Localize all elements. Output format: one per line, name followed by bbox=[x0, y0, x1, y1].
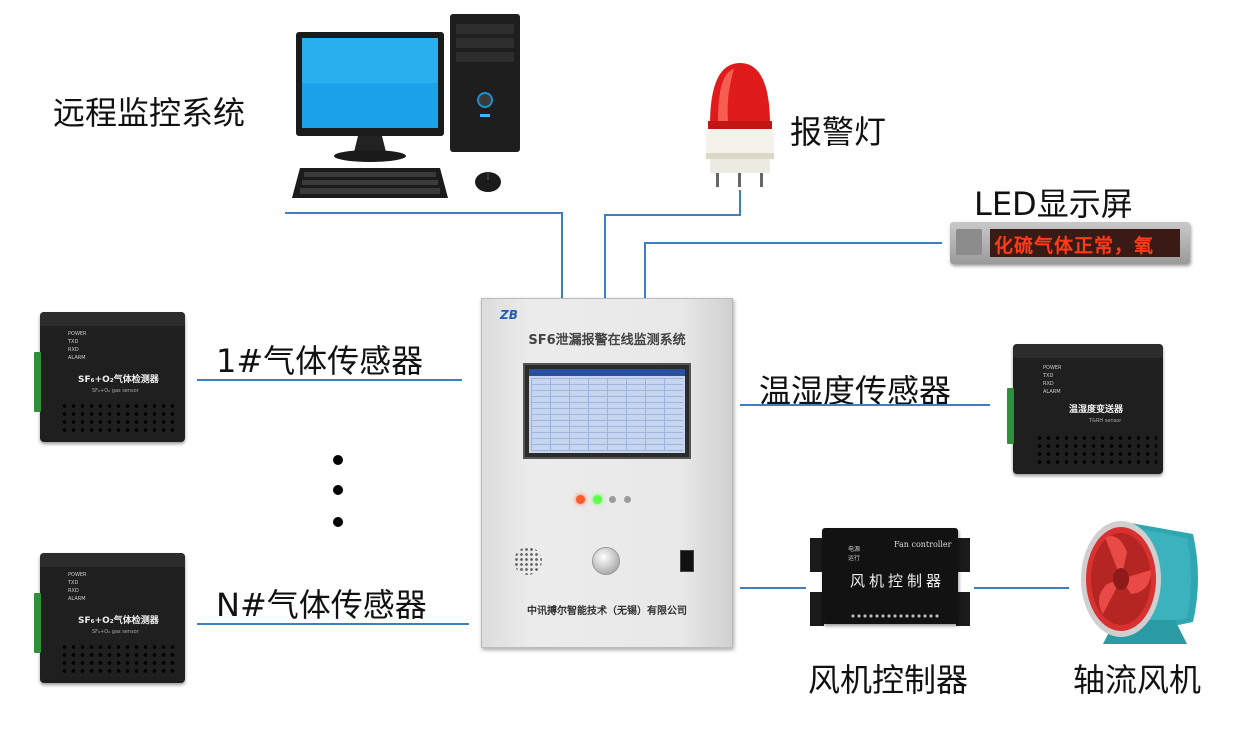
fan-controller-body: 电源 运行 Fan controller 风机控制器 bbox=[822, 528, 958, 624]
fan-controller-device: 电源 运行 Fan controller 风机控制器 bbox=[810, 528, 970, 638]
cabinet-company: 中讯搏尔智能技术（无锡）有限公司 bbox=[527, 606, 687, 617]
gas-sensor-n-device: POWER TXD RXD ALARM SF₆+O₂气体检测器 SF₆+O₂ g… bbox=[34, 553, 185, 683]
alarm-light-icon bbox=[706, 63, 774, 187]
led-label: POWER bbox=[1043, 365, 1062, 371]
reset-button[interactable] bbox=[592, 547, 620, 575]
ellipsis-dot bbox=[333, 455, 343, 465]
ellipsis-dot bbox=[333, 485, 343, 495]
led-label: RXD bbox=[1043, 381, 1054, 387]
sensor-subtitle: SF₆+O₂ gas sensor bbox=[92, 388, 139, 394]
ellipsis-dot bbox=[333, 517, 343, 527]
connector-computer-v bbox=[561, 212, 563, 298]
th-subtitle: T&RH sensor bbox=[1089, 418, 1122, 424]
connector-led-h bbox=[644, 242, 942, 244]
led-label: POWER bbox=[68, 572, 87, 578]
speaker-grille bbox=[514, 547, 542, 575]
led-label: TXD bbox=[68, 580, 79, 586]
led-label: 运行 bbox=[848, 555, 861, 562]
sensor-title: SF₆+O₂气体检测器 bbox=[78, 375, 159, 385]
temp-humidity-label: 温湿度传感器 bbox=[759, 372, 952, 410]
power-switch[interactable] bbox=[680, 550, 694, 572]
connector-led-v bbox=[644, 242, 646, 298]
led-label: POWER bbox=[68, 331, 87, 337]
mount-ear bbox=[810, 592, 824, 626]
status-led-off bbox=[609, 496, 616, 503]
led-label: RXD bbox=[68, 588, 79, 594]
led-screen-label: LED显示屏 bbox=[974, 185, 1133, 223]
sensor-n-label: N#气体传感器 bbox=[216, 586, 427, 624]
axial-fan-icon bbox=[1081, 521, 1198, 644]
mount-ear bbox=[956, 538, 970, 572]
th-title: 温湿度变送器 bbox=[1069, 405, 1124, 415]
status-led-green bbox=[593, 495, 602, 504]
sensor-1-label: 1#气体传感器 bbox=[216, 342, 424, 380]
led-display-bezel bbox=[956, 229, 982, 255]
connector-axial-fan bbox=[974, 587, 1069, 589]
led-label: ALARM bbox=[68, 596, 86, 602]
connector-alarm-v2 bbox=[604, 214, 606, 298]
cabinet-logo: ZB bbox=[500, 308, 518, 322]
terminal-block bbox=[850, 612, 940, 620]
connector-fan-controller bbox=[740, 587, 806, 589]
sensor-subtitle: SF₆+O₂ gas sensor bbox=[92, 629, 139, 635]
connector-sensor-1 bbox=[197, 379, 462, 381]
led-label: ALARM bbox=[1043, 389, 1061, 395]
mount-ear bbox=[956, 592, 970, 626]
alarm-light-label: 报警灯 bbox=[790, 113, 887, 151]
main-monitor-cabinet: ZB SF6泄漏报警在线监测系统 中讯搏尔智能技术（无锡）有限公司 bbox=[481, 298, 733, 648]
vent-holes bbox=[60, 643, 178, 677]
led-label: TXD bbox=[68, 339, 79, 345]
sensor-title: SF₆+O₂气体检测器 bbox=[78, 616, 159, 626]
connector-sensor-n bbox=[197, 623, 469, 625]
mount-ear bbox=[810, 538, 824, 572]
led-display-window: 化硫气体正常，氧 bbox=[990, 229, 1180, 257]
led-label: 电源 bbox=[848, 546, 861, 553]
connector-computer bbox=[285, 212, 562, 214]
connector-alarm-v1 bbox=[739, 190, 741, 215]
vent-holes bbox=[1035, 434, 1157, 468]
cabinet-touchscreen bbox=[523, 363, 691, 459]
status-led-red bbox=[576, 495, 585, 504]
status-led-off bbox=[624, 496, 631, 503]
fan-controller-label: 风机控制器 bbox=[808, 661, 969, 699]
led-label: RXD bbox=[68, 347, 79, 353]
fan-controller-title-en: Fan controller bbox=[894, 540, 952, 549]
temp-humidity-device: POWER TXD RXD ALARM 温湿度变送器 T&RH sensor bbox=[1007, 344, 1163, 474]
axial-fan-label: 轴流风机 bbox=[1073, 661, 1202, 699]
remote-computer bbox=[290, 10, 530, 200]
remote-monitor-label: 远程监控系统 bbox=[53, 94, 246, 132]
led-label: ALARM bbox=[68, 355, 86, 361]
led-display-device: 化硫气体正常，氧 bbox=[950, 222, 1190, 264]
connector-alarm-h bbox=[604, 214, 741, 216]
cabinet-title: SF6泄漏报警在线监测系统 bbox=[528, 333, 686, 348]
computer-icon bbox=[292, 14, 520, 198]
led-display-text: 化硫气体正常，氧 bbox=[994, 235, 1155, 257]
connector-temp-humidity bbox=[740, 404, 990, 406]
vent-holes bbox=[60, 402, 178, 436]
fan-controller-title: 风机控制器 bbox=[850, 572, 946, 590]
led-label: TXD bbox=[1043, 373, 1054, 379]
axial-fan-device bbox=[1075, 512, 1205, 647]
gas-sensor-1-device: POWER TXD RXD ALARM SF₆+O₂气体检测器 SF₆+O₂ g… bbox=[34, 312, 185, 442]
alarm-light bbox=[700, 55, 780, 190]
